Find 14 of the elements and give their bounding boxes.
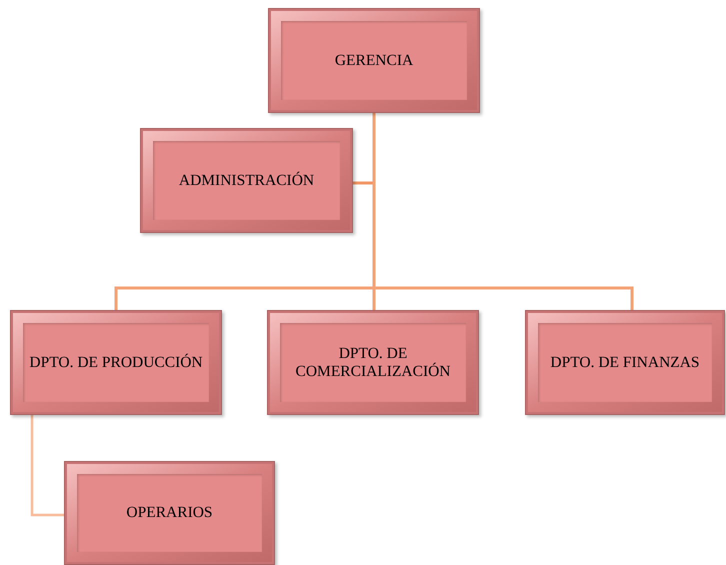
beveled-box xyxy=(10,310,222,415)
box-label: OPERARIOS xyxy=(126,504,213,522)
beveled-box xyxy=(140,128,353,233)
box-label: DPTO. DE PRODUCCIÓN xyxy=(29,354,203,372)
box-label: GERENCIA xyxy=(334,52,414,70)
beveled-box xyxy=(267,310,479,415)
box-label: DPTO. DE FINANZAS xyxy=(550,354,700,372)
beveled-box xyxy=(268,8,480,113)
beveled-box xyxy=(64,461,275,565)
beveled-box xyxy=(525,310,725,415)
box-label: DPTO. DE COMERCIALIZACIÓN xyxy=(294,344,452,380)
box-label: ADMINISTRACIÓN xyxy=(178,172,314,190)
connector-line xyxy=(372,113,634,310)
connector-line xyxy=(30,415,64,516)
